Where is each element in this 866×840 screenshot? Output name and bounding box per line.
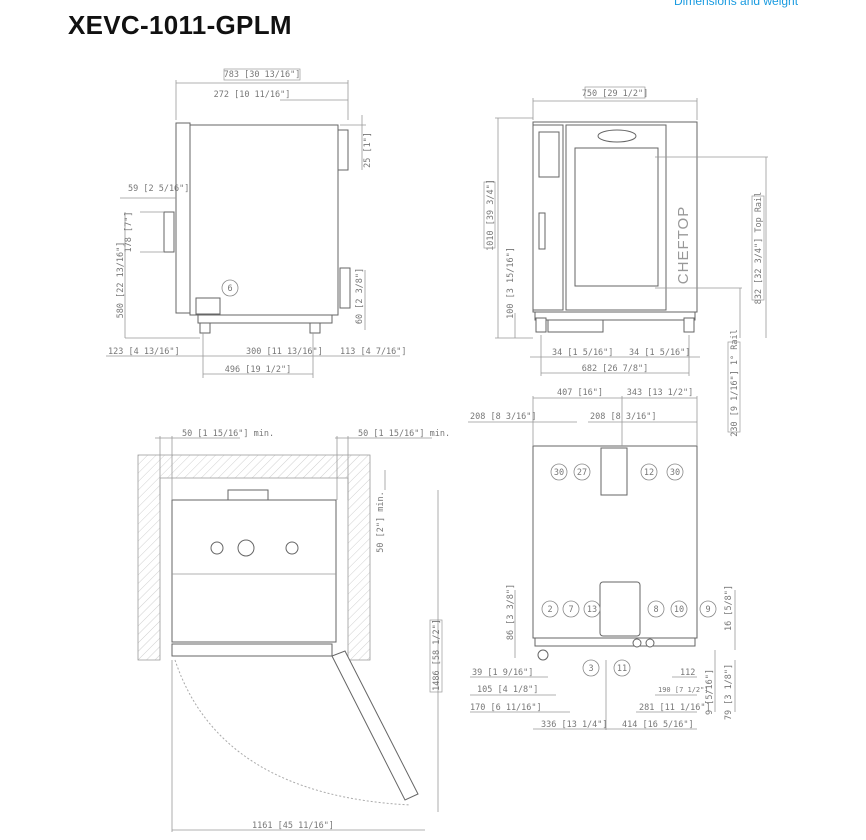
dim-105: 105 [4 1/8"] (477, 685, 538, 695)
unox-logo (597, 129, 637, 143)
page-title: XEVC-1011-GPLM (68, 10, 292, 40)
callout-27: 27 (577, 468, 587, 478)
door-frame (171, 643, 333, 657)
dim-clearance-left: 50 [1 15/16"] min. (182, 429, 274, 439)
handle-side (163, 211, 175, 253)
callout-30-left: 30 (554, 468, 564, 478)
door-glass (574, 147, 659, 287)
callout-circle (221, 279, 239, 297)
rear-plate (600, 447, 628, 496)
dim-16: 16 [5/8"] (724, 585, 734, 631)
base-front (534, 311, 696, 321)
oven-body-side (189, 124, 339, 316)
callout-6: 6 (227, 284, 232, 294)
callout-2: 2 (547, 605, 552, 615)
touch-display (538, 131, 560, 178)
dim-feet-span: 496 [19 1/2"] (225, 365, 292, 375)
dim-depth-door-open: 1486 [58 1/2"] (432, 619, 442, 691)
dim-overall-depth: 783 [30 13/16"] (224, 70, 301, 80)
rear-connection (339, 267, 351, 309)
dim-height: 1010 [39 3/4"] (486, 179, 496, 251)
dim-clearance-right: 50 [1 15/16"] min. (358, 429, 450, 439)
dim-86: 86 [3 3/8"] (506, 584, 516, 640)
base-frame (197, 314, 333, 324)
dim-79: 79 [3 1/8"] (724, 664, 734, 720)
vent-right (285, 541, 299, 555)
dim-414: 414 [16 5/16"] (622, 720, 694, 730)
dim-width: 750 [29 1/2"] (582, 89, 649, 99)
dim-clearance-rear: 50 [2"] min. (376, 491, 386, 552)
dim-190: 190 [7 1/2"] (658, 686, 709, 694)
vent-left (210, 541, 224, 555)
rear-flue (337, 129, 349, 171)
callout-12: 12 (644, 468, 654, 478)
rear-panel (599, 581, 641, 637)
dim-top-rail: 832 [32 3/4"] Top Rail (754, 192, 764, 305)
dim-rear-overhang: 113 [4 7/16"] (340, 347, 407, 357)
callouts-bottom: 2 7 13 8 10 9 (541, 600, 717, 618)
dim-bottom-connection: 60 [2 3/8"] (355, 268, 365, 324)
foot-rear (309, 322, 321, 334)
dim-handle: 178 [7"] (124, 212, 134, 253)
connector (632, 638, 642, 648)
dim-front-overhang: 123 [4 13/16"] (108, 347, 180, 357)
vent-center (237, 539, 255, 557)
callouts-below: 3 11 (582, 659, 631, 677)
dim-rail-1: 230 [9 1/16"] 1° Rail (730, 329, 740, 436)
foot-circle (537, 649, 549, 661)
foot-right (683, 317, 695, 333)
dim-handle-height: 580 [22 13/16"] (116, 242, 126, 319)
side-view: 783 [30 13/16"] 272 [10 11/16"] 25 [1"] … (106, 68, 407, 378)
dim-feet-span: 682 [26 7/8"] (582, 364, 649, 374)
open-door (331, 650, 419, 801)
callout-30-right: 30 (670, 468, 680, 478)
foot-front (199, 322, 211, 334)
callout-10: 10 (674, 605, 684, 615)
dimensions-and-weight-link[interactable]: Dimensions and weight (674, 0, 799, 8)
rear-view: 407 [16"] 343 [13 1/2"] 208 [8 3/16"] 20… (468, 388, 736, 730)
dim-281: 281 [11 1/16"] (639, 703, 711, 713)
cheftop-brand: CHEFTOP (675, 206, 692, 284)
dim-foot-right: 34 [1 5/16"] (629, 348, 690, 358)
front-view: CHEFTOP 750 [29 1/2"] 1010 [39 3/4"] 100… (483, 86, 768, 437)
dim-407: 407 [16"] (557, 388, 603, 398)
base-controls (547, 319, 604, 333)
dim-foot-left: 34 [1 5/16"] (552, 348, 613, 358)
dim-39: 39 [1 9/16"] (472, 668, 533, 678)
oven-body-top (171, 499, 337, 643)
dim-base: 100 [3 15/16"] (506, 247, 516, 319)
door-handle (538, 212, 546, 250)
door-side (175, 122, 191, 314)
callout-9: 9 (705, 605, 710, 615)
dim-door-offset: 59 [2 5/16"] (128, 184, 189, 194)
dim-width-door-open: 1161 [45 11/16"] (252, 821, 334, 831)
dim-208-left: 208 [8 3/16"] (470, 412, 537, 422)
foot-left (535, 317, 547, 333)
rear-base (534, 637, 696, 647)
callouts-top: 30 27 12 30 (550, 463, 684, 481)
connector (645, 638, 655, 648)
top-view: 50 [1 15/16"] min. 50 [1 15/16"] min. 50… (137, 429, 450, 832)
rear-connections-top (227, 489, 269, 501)
dim-feet-inner: 300 [11 13/16"] (246, 347, 323, 357)
callout-13: 13 (587, 605, 597, 615)
dim-112: 112 (680, 668, 695, 678)
door-swing-arc (174, 659, 411, 806)
dim-170: 170 [6 11/16"] (470, 703, 542, 713)
callout-11: 11 (617, 664, 627, 674)
callout-8: 8 (653, 605, 658, 615)
callout-3: 3 (588, 664, 593, 674)
dim-336: 336 [13 1/4"] (541, 720, 608, 730)
callout-7: 7 (568, 605, 573, 615)
dim-top-offset: 25 [1"] (363, 132, 373, 168)
dim-343: 343 [13 1/2"] (627, 388, 694, 398)
dim-208-right: 208 [8 3/16"] (590, 412, 657, 422)
side-panel-box (195, 297, 221, 315)
dim-9: 9 [5/16"] (705, 669, 715, 715)
dim-top-connection: 272 [10 11/16"] (214, 90, 291, 100)
